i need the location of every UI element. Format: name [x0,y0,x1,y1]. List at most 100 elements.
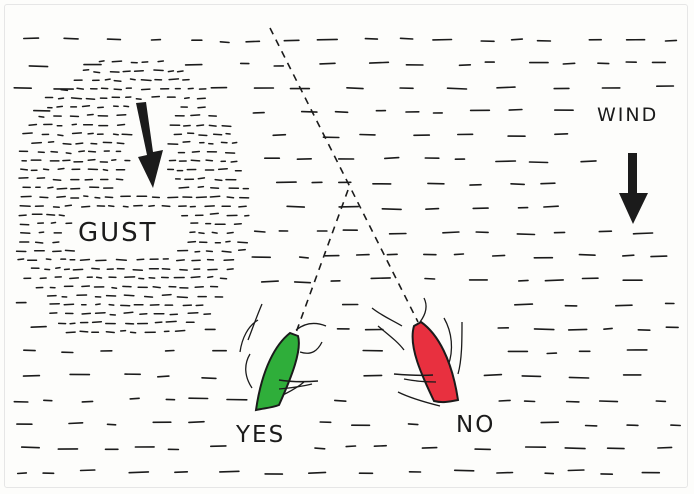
water-dash [225,240,231,243]
water-dash [175,259,185,262]
water-dash [194,286,204,289]
water-dash [106,423,117,426]
water-dash [68,421,84,425]
laylines [269,27,419,339]
water-dash [72,268,84,271]
water-dash [95,276,103,279]
water-dash [148,204,155,207]
water-dash [195,196,208,199]
water-dash [650,255,668,258]
water-dash [55,266,61,270]
page-border [4,4,688,488]
water-dash [78,150,86,153]
water-dash [22,132,33,135]
water-dash [217,167,228,171]
water-dash [116,114,127,117]
water-dash [56,187,68,190]
water-dash [657,446,673,449]
water-dash [85,97,96,100]
water-dash [19,205,31,208]
water-dash [191,150,201,153]
water-dash [168,78,180,81]
water-dash [56,195,66,198]
water-dash [46,213,56,216]
water-dash [214,178,223,182]
water-dash [190,114,201,117]
water-dash [79,330,89,333]
water-dash [198,134,208,137]
water-dash [38,115,45,118]
water-dash [129,331,137,334]
water-texture [13,37,682,476]
water-dash [521,375,542,378]
water-dash [86,113,94,116]
water-dash [543,205,560,208]
water-dash [81,104,91,108]
water-dash [113,79,122,82]
water-dash [319,62,336,65]
water-dash [62,142,72,146]
water-dash [300,110,318,113]
water-dash [47,186,54,189]
water-dash [50,150,59,153]
water-dash [115,178,124,181]
water-dash [87,132,94,135]
water-dash [116,123,126,126]
water-dash [45,258,52,261]
water-dash [161,205,171,208]
water-dash [20,168,29,171]
water-dash [82,69,90,72]
water-dash [65,152,72,155]
water-dash [57,97,65,100]
water-dash [139,312,148,316]
water-dash [491,254,506,257]
water-dash [197,177,206,180]
layline-main [269,27,419,323]
water-dash [554,133,569,136]
water-dash [483,373,503,377]
water-dash [56,105,64,108]
water-dash [111,60,123,63]
water-dash [87,158,96,161]
water-dash [42,168,50,171]
water-dash [152,286,161,289]
water-dash [513,303,534,306]
water-dash [178,186,190,189]
water-dash [102,168,109,172]
water-dash [237,248,246,252]
water-dash [567,328,588,331]
water-dash [598,400,619,403]
water-dash [223,259,235,262]
water-dash [81,285,91,288]
water-dash [111,286,118,290]
water-dash [231,141,238,144]
water-dash [28,123,38,126]
water-dash [442,231,460,234]
water-dash [20,232,31,235]
water-dash [603,327,613,331]
gust-label: GUST [78,218,158,248]
water-dash [508,108,523,111]
water-dash [79,469,96,472]
water-dash [495,160,517,163]
water-dash [498,399,511,402]
water-dash [370,277,392,280]
yes-label: YES [236,422,286,448]
water-dash [510,38,524,41]
no-boat [371,297,463,407]
water-dash [424,277,436,280]
water-dash [18,214,27,217]
water-dash [179,268,188,271]
water-dash [516,233,536,236]
water-dash [39,196,49,199]
water-dash [221,124,232,128]
water-dash [94,196,101,199]
water-dash [105,330,115,334]
water-dash [60,88,69,92]
water-dash [182,124,191,127]
water-dash [63,303,75,306]
water-dash [458,64,472,67]
water-dash [153,69,164,72]
water-dash [210,186,220,189]
water-dash [154,321,163,324]
